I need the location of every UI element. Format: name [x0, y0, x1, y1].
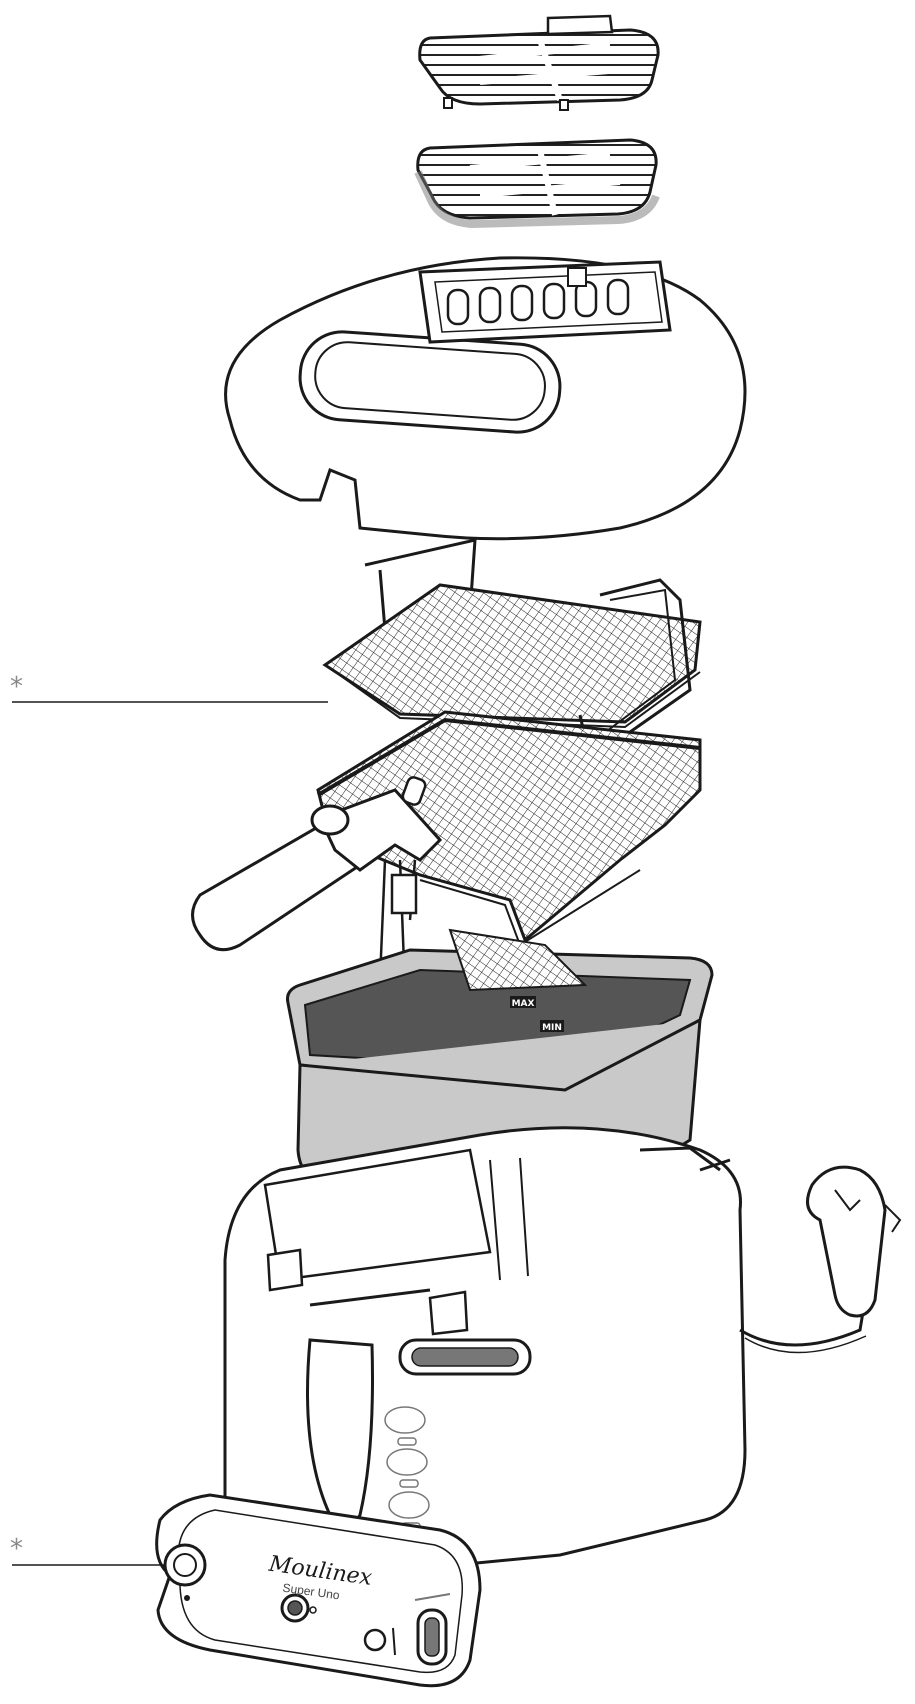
fryer-base — [223, 1126, 872, 1582]
control-panel: Moulinex Super Uno — [155, 1493, 482, 1688]
power-button[interactable] — [163, 1543, 207, 1601]
svg-text:MIN: MIN — [542, 1023, 562, 1033]
callout-star-control-button: * — [10, 1534, 23, 1564]
filter-grid-bottom — [414, 138, 660, 229]
max-mark: MAX — [510, 996, 536, 1009]
svg-text:MAX: MAX — [512, 999, 535, 1009]
basket-handle — [191, 776, 443, 1010]
timer-button[interactable] — [280, 1593, 317, 1623]
callout-star-oil-filter: * — [10, 672, 23, 702]
lid — [224, 256, 747, 541]
min-mark: MIN — [540, 1020, 564, 1033]
filter-grid-top — [418, 14, 660, 111]
indicator-light — [363, 1627, 396, 1656]
thermostat-dial[interactable] — [414, 1593, 451, 1666]
power-plug — [806, 1165, 902, 1318]
